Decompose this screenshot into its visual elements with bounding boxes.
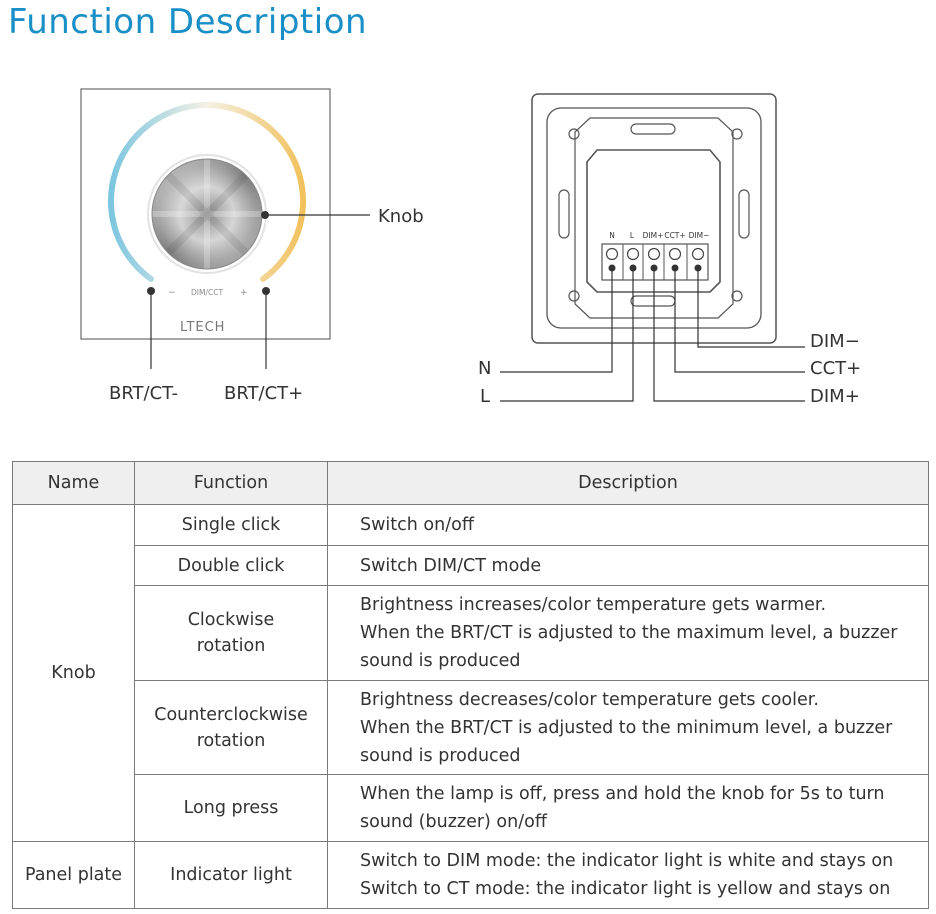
- description-cell: Switch to DIM mode: the indicator light …: [327, 841, 929, 909]
- terminal-label: N: [609, 231, 615, 240]
- function-cell: Single click: [134, 504, 328, 546]
- wire-label-l: L: [480, 386, 491, 407]
- brt-ct-minus-label: BRT/CT-: [109, 383, 179, 404]
- terminal-label: DIM−: [689, 231, 710, 240]
- description-cell: Switch DIM/CT mode: [327, 545, 929, 586]
- header-description: Description: [327, 461, 929, 505]
- back-panel-figure: N L DIM+ CCT+ DIM−: [500, 93, 805, 402]
- function-cell: Counterclockwise rotation: [134, 680, 328, 775]
- function-cell: Long press: [134, 774, 328, 842]
- table-row: Knob Single click Switch on/off: [12, 504, 929, 842]
- knob-label: Knob: [378, 206, 424, 227]
- wire-l: [500, 268, 634, 402]
- terminal-screws: [605, 247, 705, 261]
- wire-label-dim-minus: DIM−: [810, 331, 860, 352]
- description-cell: When the lamp is off, press and hold the…: [327, 774, 929, 842]
- wire-dim-plus: [653, 268, 805, 402]
- page-title: Function Description: [8, 2, 368, 42]
- table-row: Counterclockwise rotation Brightness dec…: [13, 680, 929, 775]
- table-row: Double click Switch DIM/CT mode: [13, 545, 929, 586]
- group-name-cell: Knob: [12, 504, 135, 842]
- function-cell: Double click: [134, 545, 328, 586]
- description-cell: Brightness increases/color temperature g…: [327, 585, 929, 681]
- wire-dim-minus: [697, 268, 805, 348]
- function-cell: Clockwise rotation: [134, 585, 328, 681]
- wire-n: [500, 268, 613, 373]
- terminal-label: L: [630, 231, 635, 240]
- brand-logo: LTECH: [180, 320, 225, 335]
- header-function: Function: [134, 461, 328, 505]
- table-header-row: Name Function Description: [12, 461, 929, 505]
- function-cell: Indicator light: [134, 841, 328, 909]
- table-row: Long press When the lamp is off, press a…: [13, 774, 929, 842]
- table-row: Clockwise rotation Brightness increases/…: [13, 585, 929, 681]
- plus-symbol: +: [240, 288, 248, 298]
- brt-ct-plus-label: BRT/CT+: [224, 383, 304, 404]
- function-table: Name Function Description Knob Single cl…: [12, 461, 929, 909]
- front-panel-figure: − DIM/CCT + LTECH: [80, 88, 370, 369]
- wire-label-dim-plus: DIM+: [810, 386, 860, 407]
- group-name-cell: Panel plate: [12, 841, 135, 909]
- header-name: Name: [12, 461, 135, 505]
- description-cell: Brightness decreases/color temperature g…: [327, 680, 929, 775]
- minus-symbol: −: [168, 288, 176, 298]
- wire-cct-plus: [674, 268, 805, 373]
- mode-label: DIM/CCT: [191, 288, 223, 297]
- terminal-label: DIM+: [643, 231, 664, 240]
- color-ring: [108, 102, 306, 282]
- terminal-label: CCT+: [664, 231, 685, 240]
- wire-label-n: N: [478, 358, 492, 379]
- wire-label-cct-plus: CCT+: [810, 358, 862, 379]
- description-cell: Switch on/off: [327, 504, 929, 546]
- table-row: Panel plate Indicator light Switch to DI…: [12, 841, 929, 909]
